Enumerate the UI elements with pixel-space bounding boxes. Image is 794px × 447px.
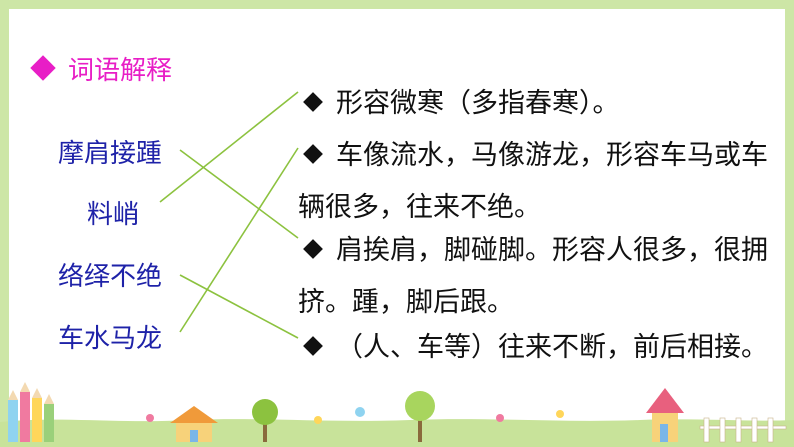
term-4: 车水马龙 [58,324,163,354]
match-line-1 [179,149,299,239]
frame-top [0,0,794,9]
definition-2: 车像流水，马像游龙，形容车马或车辆很多，往来不绝。 [298,130,768,234]
section-title-text: 词语解释 [68,55,173,86]
definition-text: 车像流水，马像游龙，形容车马或车辆很多，往来不绝。 [298,140,768,223]
definition-4: （人、车等）往来不断，前后相接。 [298,322,768,374]
decorative-footer [0,382,794,447]
definition-3: 肩挨肩，脚碰脚。形容人很多，很拥挤。踵，脚后跟。 [298,225,768,329]
tree-icon [252,399,278,442]
definition-text: 肩挨肩，脚碰脚。形容人很多，很拥挤。踵，脚后跟。 [298,235,768,318]
section-title: 词语解释 [30,50,173,86]
house-icon [646,388,684,442]
term-2: 料峭 [87,200,140,230]
term-1: 摩肩接踵 [58,139,163,169]
match-line-2 [159,91,299,203]
match-line-4 [179,147,299,333]
match-line-3 [179,274,299,339]
flowers-icon [146,407,564,424]
definition-1: 形容微寒（多指春寒）。 [298,78,768,130]
tree-icon [405,391,435,442]
definition-text: 形容微寒（多指春寒）。 [336,88,620,119]
house-icon [170,406,218,442]
fence-icon [699,417,787,443]
definition-text: （人、车等）往来不断，前后相接。 [336,332,768,363]
frame-left [0,0,9,447]
term-3: 络绎不绝 [58,262,163,292]
frame-right [785,0,794,447]
pencils-icon [8,382,54,442]
